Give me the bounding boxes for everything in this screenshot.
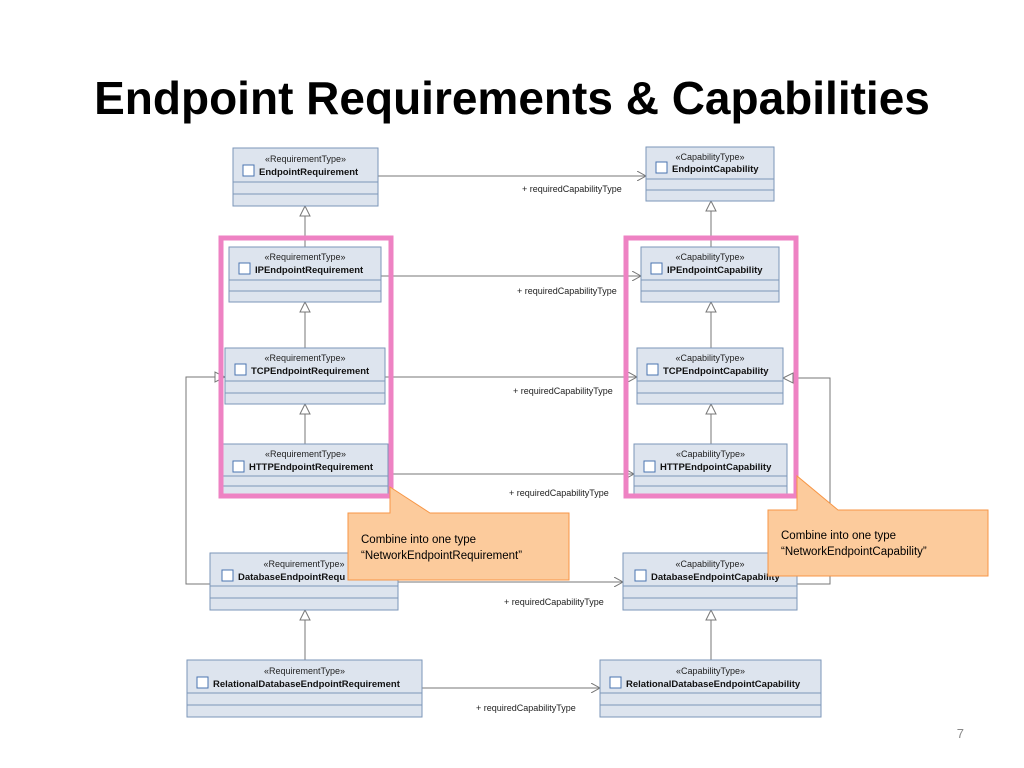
class-name: TCPEndpointCapability [663, 366, 769, 377]
highlight-requirements-group [218, 235, 394, 499]
generalization-lines [185, 211, 831, 660]
class-name: IPEndpointRequirement [255, 265, 364, 276]
class-stereotype: «RequirementType» [265, 154, 346, 164]
class-icon [232, 460, 245, 473]
callout-capability-line1: Combine into one type [781, 530, 896, 542]
class-name: DatabaseEndpointRequ [238, 572, 345, 583]
class-endpoint-requirement: «RequirementType» EndpointRequirement [232, 147, 379, 207]
class-tcp-endpoint-requirement: «RequirementType» TCPEndpointRequirement [224, 347, 386, 405]
class-name: DatabaseEndpointCapability [651, 572, 781, 583]
assoc-label-endpoint: + requiredCapabilityType [522, 184, 622, 194]
class-name: RelationalDatabaseEndpointCapability [626, 679, 801, 690]
callout-requirement-line1: Combine into one type [361, 534, 476, 546]
callout-capability-line2: “NetworkEndpointCapability” [781, 546, 927, 558]
class-http-endpoint-capability: «CapabilityType» HTTPEndpointCapability [633, 443, 788, 495]
class-stereotype: «RequirementType» [264, 666, 345, 676]
callout-requirement: Combine into one type “NetworkEndpointRe… [347, 486, 570, 581]
class-stereotype: «CapabilityType» [675, 559, 744, 569]
class-icon [234, 363, 247, 376]
class-http-endpoint-requirement: «RequirementType» HTTPEndpointRequiremen… [222, 443, 389, 495]
assoc-label-relational: + requiredCapabilityType [476, 703, 576, 713]
class-icon [221, 569, 234, 582]
class-stereotype: «CapabilityType» [675, 252, 744, 262]
class-relational-database-endpoint-capability: «CapabilityType» RelationalDatabaseEndpo… [599, 659, 822, 718]
assoc-label-http: + requiredCapabilityType [509, 488, 609, 498]
generalization-heads [214, 199, 794, 621]
assoc-label-tcp: + requiredCapabilityType [513, 386, 613, 396]
class-stereotype: «RequirementType» [265, 449, 346, 459]
assoc-label-database: + requiredCapabilityType [504, 597, 604, 607]
slide-title: Endpoint Requirements & Capabilities [94, 72, 930, 124]
page-number: 7 [956, 726, 964, 741]
class-icon [646, 363, 659, 376]
class-name: EndpointRequirement [259, 167, 359, 178]
class-stereotype: «CapabilityType» [676, 449, 745, 459]
class-tcp-endpoint-capability: «CapabilityType» TCPEndpointCapability [636, 347, 784, 405]
class-stereotype: «CapabilityType» [675, 353, 744, 363]
callout-capability: Combine into one type “NetworkEndpointCa… [767, 474, 989, 577]
class-stereotype: «CapabilityType» [675, 152, 744, 162]
callout-requirement-line2: “NetworkEndpointRequirement” [361, 550, 522, 562]
highlight-capabilities-group [623, 235, 799, 499]
class-ip-endpoint-requirement: «RequirementType» IPEndpointRequirement [228, 246, 382, 303]
class-icon [238, 262, 251, 275]
class-relational-database-endpoint-requirement: «RequirementType» RelationalDatabaseEndp… [186, 659, 423, 718]
class-name: HTTPEndpointCapability [660, 462, 772, 473]
class-name: IPEndpointCapability [667, 265, 763, 276]
association-lines [378, 176, 646, 688]
class-ip-endpoint-capability: «CapabilityType» IPEndpointCapability [640, 246, 780, 303]
class-stereotype: «RequirementType» [264, 252, 345, 262]
class-icon [242, 164, 255, 177]
class-name: TCPEndpointRequirement [251, 366, 370, 377]
class-stereotype: «CapabilityType» [676, 666, 745, 676]
class-icon [650, 262, 663, 275]
class-icon [643, 460, 656, 473]
class-name: EndpointCapability [672, 164, 759, 175]
class-name: RelationalDatabaseEndpointRequirement [213, 679, 401, 690]
class-icon [196, 676, 209, 689]
assoc-label-ip: + requiredCapabilityType [517, 286, 617, 296]
class-name: HTTPEndpointRequirement [249, 462, 374, 473]
class-endpoint-capability: «CapabilityType» EndpointCapability [645, 146, 775, 202]
class-stereotype: «RequirementType» [264, 353, 345, 363]
class-database-endpoint-requirement: «RequirementType» DatabaseEndpointRequ [209, 552, 399, 611]
class-stereotype: «RequirementType» [263, 559, 344, 569]
class-icon [634, 569, 647, 582]
class-icon [609, 676, 622, 689]
class-icon [655, 161, 668, 174]
association-labels: + requiredCapabilityType + requiredCapab… [476, 184, 622, 713]
